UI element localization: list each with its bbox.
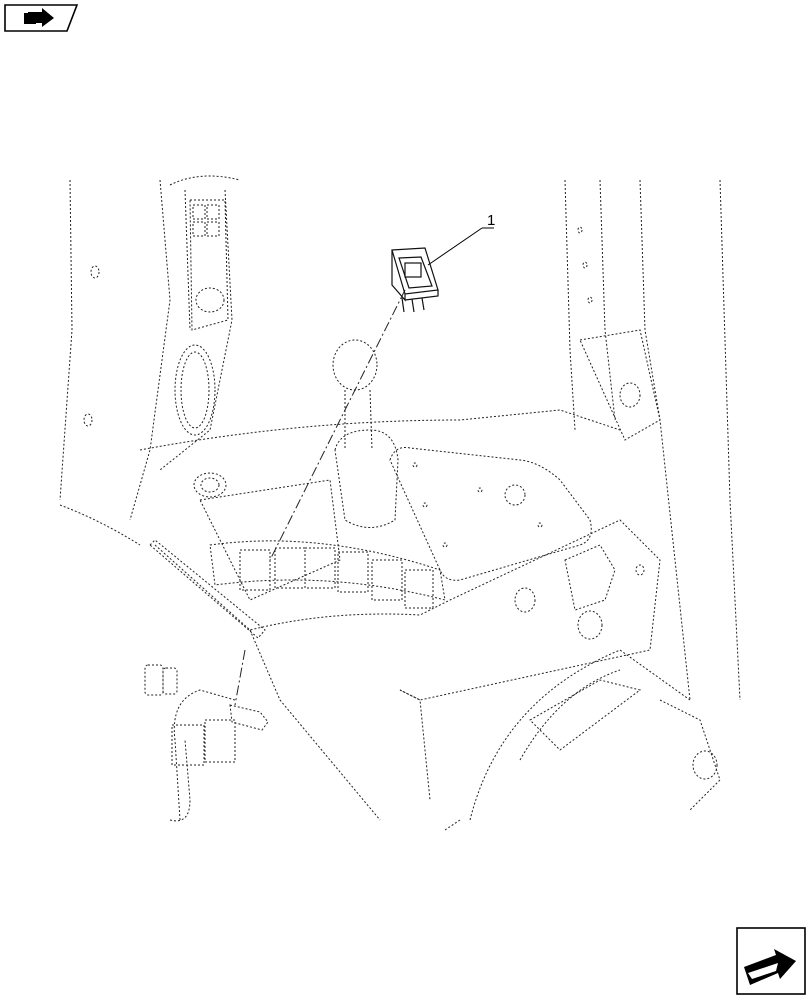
pillar-switch-c	[192, 221, 206, 237]
power-socket	[193, 472, 227, 498]
switch-slot-6	[404, 569, 434, 609]
next-page-button[interactable]	[736, 927, 806, 995]
pillar-recess	[174, 344, 216, 436]
pillar-switch-d	[206, 221, 220, 237]
page-back-arrow-icon	[4, 4, 78, 32]
wheel-arch	[444, 649, 691, 831]
leader-line-switch	[269, 289, 406, 561]
switch-slot-1	[239, 549, 271, 591]
switch-slot-3	[304, 547, 336, 589]
pillar-switch-b	[206, 204, 220, 220]
switch-slot-2	[274, 547, 306, 589]
wiring-harness	[169, 689, 236, 822]
right-pillar-knob	[619, 382, 641, 408]
pillar-recess-inner	[180, 351, 210, 429]
console-outer-edge	[154, 519, 661, 701]
gear-lever-boot	[334, 429, 399, 528]
callout-leader-1	[427, 227, 483, 266]
side-connector	[564, 544, 616, 611]
harness-connector	[229, 704, 269, 731]
harness-block-b	[204, 719, 236, 763]
console-side	[249, 629, 431, 821]
trim-strip	[149, 539, 266, 639]
harness-block-a	[171, 724, 205, 766]
switch-bank-frame	[209, 540, 446, 601]
pillar-knob	[195, 287, 225, 313]
gear-lever-knob	[332, 339, 378, 391]
harness-plug-b	[162, 667, 178, 695]
left-pillar-outline	[59, 175, 241, 521]
leader-line-harness	[234, 649, 246, 706]
right-pillar-bracket	[579, 329, 661, 441]
harness-plug-a	[144, 664, 164, 696]
rocker-switch-part	[391, 247, 439, 313]
callout-number-1: 1	[487, 212, 495, 229]
switch-slot-4	[337, 551, 369, 593]
console-tray	[199, 479, 341, 601]
previous-page-button[interactable]	[4, 4, 78, 32]
cover-plate	[389, 447, 592, 581]
switch-slot-5	[371, 559, 403, 601]
pillar-switch-a	[192, 204, 206, 220]
console-top-edge	[139, 409, 621, 451]
right-pillar-outline	[564, 179, 741, 701]
page-forward-arrow-icon	[736, 927, 806, 995]
